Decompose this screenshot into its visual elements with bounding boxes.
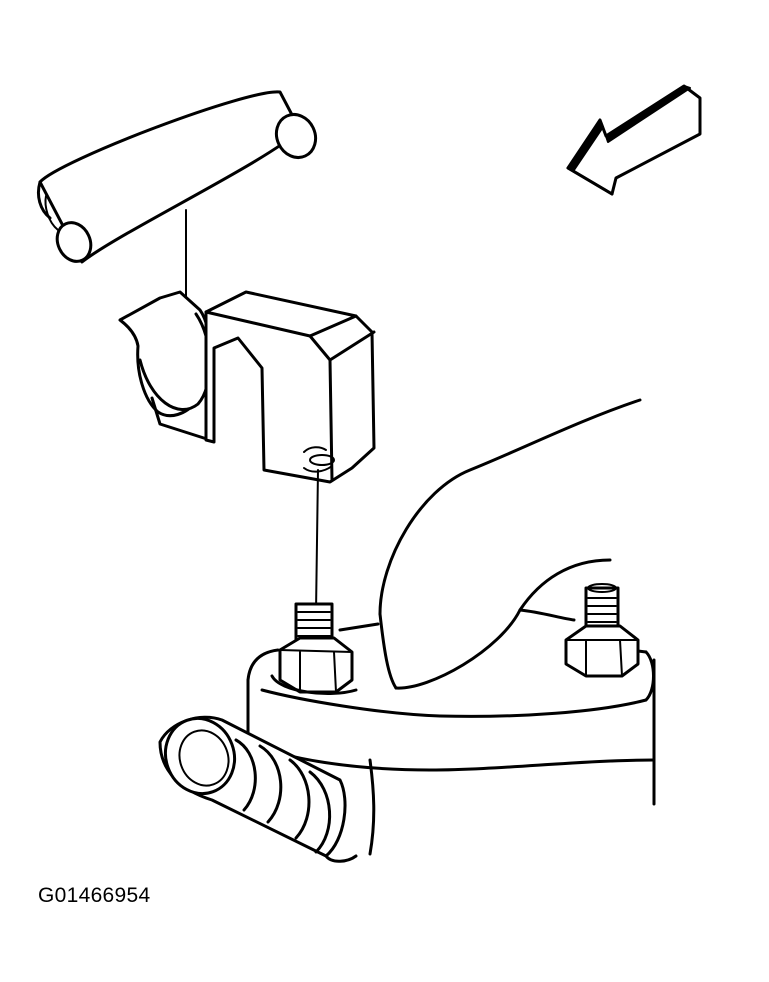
leader-line-stud — [315, 469, 319, 613]
left-stud-nut — [270, 602, 358, 696]
direction-arrow — [566, 84, 702, 196]
right-stud-nut — [564, 583, 640, 678]
stabilizer-bar — [36, 90, 318, 264]
lower-link-bushing — [158, 715, 358, 863]
stabilizer-bushing-bracket — [118, 290, 376, 484]
figure-id-label: G01466954 — [38, 884, 151, 907]
